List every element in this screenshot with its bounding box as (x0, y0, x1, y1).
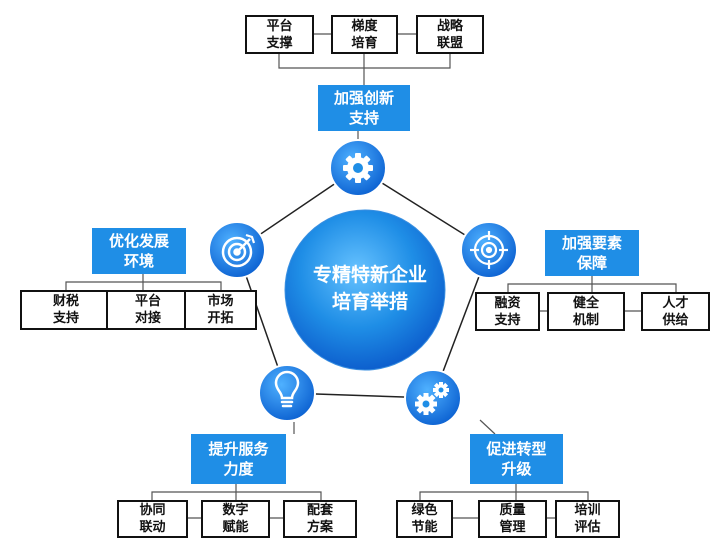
lightbulb-icon (258, 364, 316, 422)
center-circle (284, 209, 446, 371)
branch-title-bottom-left: 提升服务 力度 (191, 434, 286, 484)
top-item-2: 梯度 培育 (331, 15, 398, 54)
right-item-1: 融资 支持 (475, 292, 540, 331)
center-title: 专精特新企业 培育举措 (312, 264, 427, 313)
gears-icon (404, 369, 462, 427)
right-item-2: 健全 机制 (547, 292, 625, 331)
tree-connector-lines (65, 33, 677, 519)
branch-title-left: 优化发展 环境 (92, 228, 186, 274)
left-item-1: 财税 支持 (20, 290, 112, 330)
gear-icon (329, 139, 387, 197)
left-item-2: 平台 对接 (106, 290, 190, 330)
bottom-left-item-3: 配套 方案 (283, 500, 357, 538)
right-item-3: 人才 供给 (641, 292, 710, 331)
target-arrow-icon (208, 221, 266, 279)
branch-title-bottom-right: 促进转型 升级 (470, 434, 563, 484)
top-item-1: 平台 支撑 (245, 15, 314, 54)
left-item-3: 市场 开拓 (184, 290, 257, 330)
top-item-3: 战略 联盟 (416, 15, 484, 54)
bottom-right-item-3: 培训 评估 (555, 500, 620, 538)
bottom-left-item-1: 协同 联动 (117, 500, 188, 538)
bottom-right-item-1: 绿色 节能 (396, 500, 453, 538)
branch-title-top: 加强创新 支持 (318, 85, 410, 131)
crosshair-icon (460, 221, 518, 279)
bottom-right-item-2: 质量 管理 (478, 500, 547, 538)
bottom-left-item-2: 数字 赋能 (201, 500, 270, 538)
branch-title-right: 加强要素 保障 (545, 230, 639, 276)
